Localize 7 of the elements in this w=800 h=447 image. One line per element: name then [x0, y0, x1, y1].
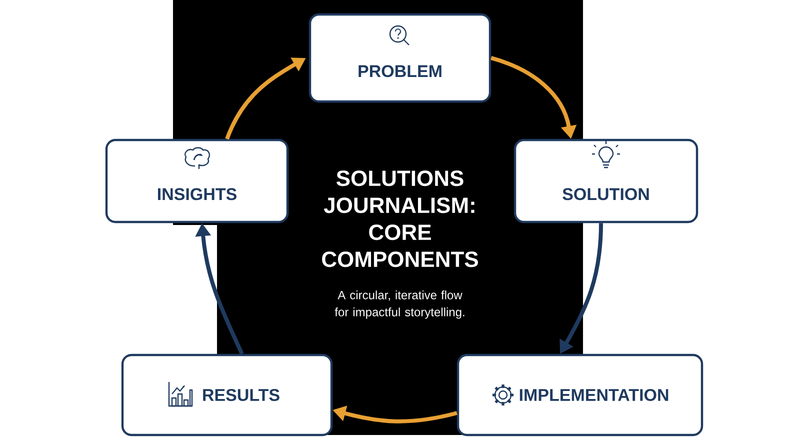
- process-box: INSIGHTS: [105, 138, 289, 224]
- process-box: PROBLEM: [308, 13, 492, 103]
- process-box: IMPLEMENTATION: [456, 354, 704, 436]
- process-box: SOLUTION: [514, 138, 698, 224]
- caption: A circular, iterative flow for impactful storytelling.: [334, 290, 464, 319]
- title: SOLUTIONS JOURNALISM: CORE COMPONENTS: [322, 170, 478, 268]
- process-box: RESULTS: [121, 354, 333, 436]
